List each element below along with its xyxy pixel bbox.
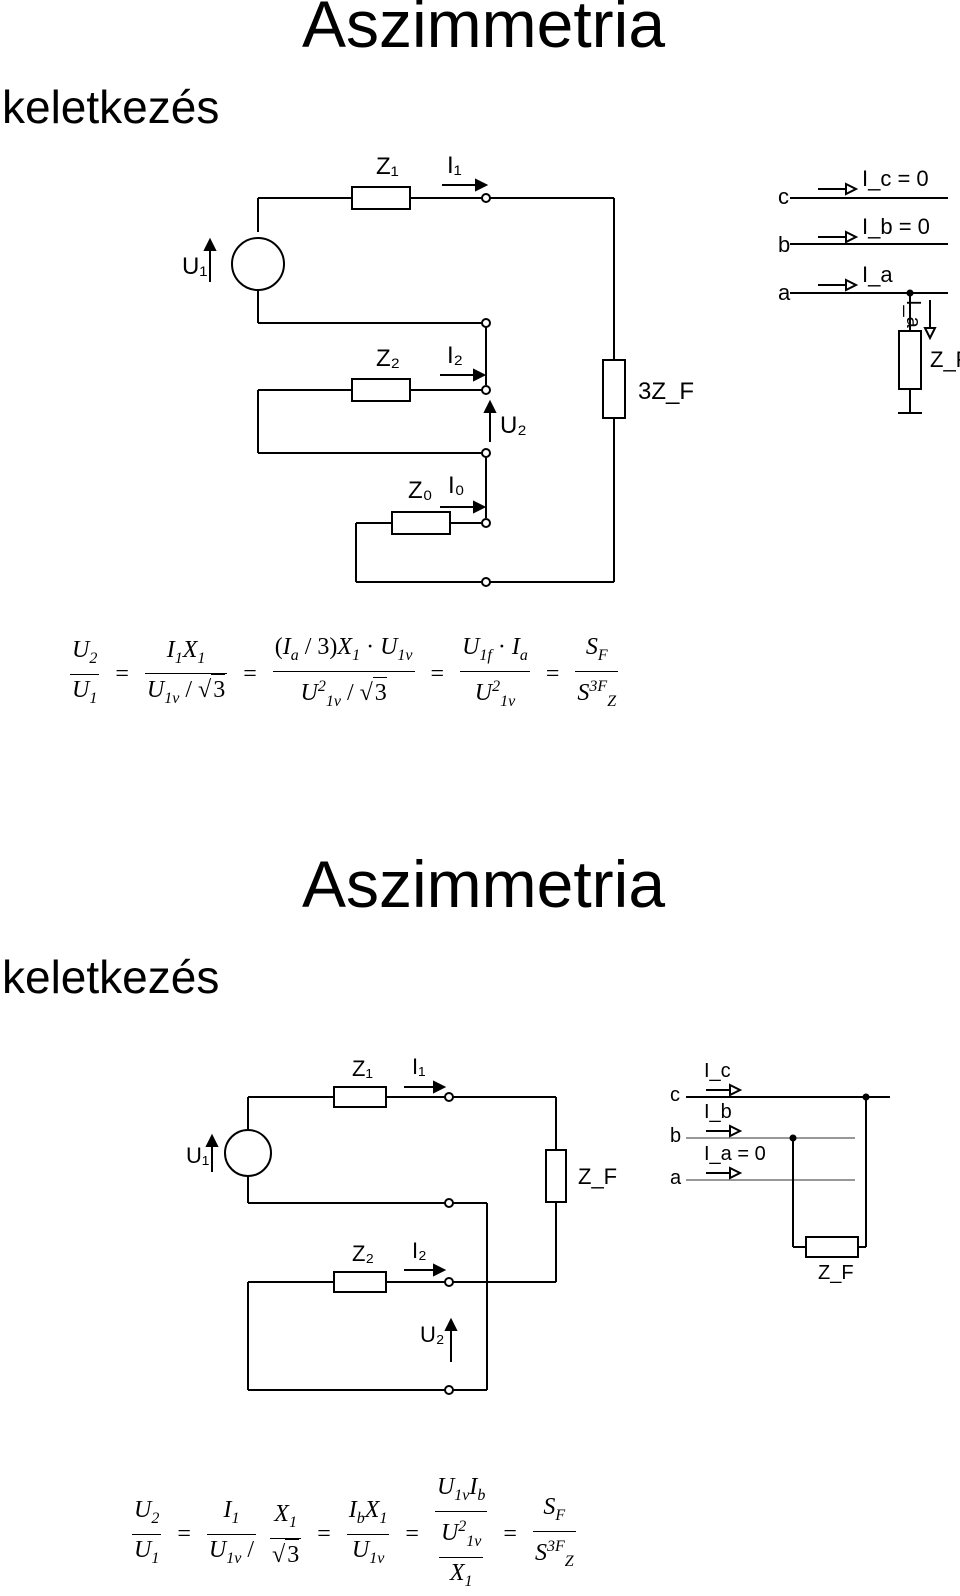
ia-label-2: I_a = 0 [704,1143,766,1165]
u2-label: U₂ [500,412,527,439]
i2-label: I₂ [447,342,463,369]
i2-label-2: I₂ [412,1238,427,1263]
zf-label-2: Z_F [578,1164,618,1189]
slide1-subtitle: keletkezés [2,81,220,133]
phase-c-label-2: c [670,1084,680,1106]
phase-a-label: a [778,280,791,305]
u1-label-2: U₁ [186,1143,210,1168]
phase-c-label: c [778,184,789,209]
ic-label: I_c = 0 [862,166,929,191]
phase-a-label-2: a [670,1167,682,1189]
z0-label: Z₀ [408,477,433,504]
z1-label-2: Z₁ [352,1056,373,1081]
zf3-label: 3Z_F [638,378,695,405]
ib-label: I_b = 0 [862,214,930,239]
z2-label-2: Z₂ [352,1241,374,1266]
slide2-subtitle: keletkezés [2,951,220,1003]
z1-label: Z₁ [376,153,399,180]
ic-label-2: I_c [704,1060,731,1082]
phase-b-label-2: b [670,1125,682,1147]
ib-label-2: I_b [704,1101,732,1123]
i0-label: I₀ [448,472,465,499]
slide1-title: Aszimmetria [302,0,666,61]
slide2-title: Aszimmetria [302,847,666,921]
i1-label: I₁ [447,152,462,179]
u2-label-2: U₂ [420,1322,445,1347]
ia-label: I_a [862,262,893,287]
z2-label: Z₂ [376,345,400,372]
phase-b-label: b [778,232,791,257]
zf-phase-label-2: Z_F [818,1262,854,1284]
u1-label: U₁ [182,253,208,280]
zf-label: Z_F [930,347,960,372]
i1-label-2: I₁ [412,1054,426,1079]
